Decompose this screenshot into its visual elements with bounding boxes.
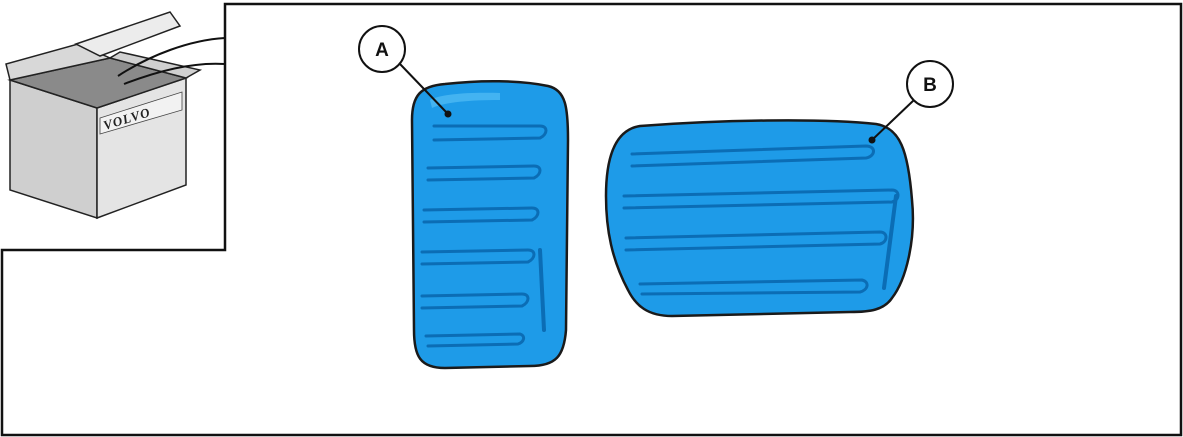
callout-b: B	[868, 60, 954, 144]
pedal-b-body	[604, 119, 915, 318]
callout-a: A	[358, 25, 452, 118]
pedal-a-grooves	[420, 124, 548, 348]
callout-b-leader	[871, 99, 915, 141]
accessory-box-inset: VOLVO	[5, 11, 226, 220]
pedal-a-highlight	[430, 92, 500, 108]
callout-b-anchor-dot	[868, 136, 876, 144]
callout-b-label: B	[923, 75, 937, 96]
callout-a-label: A	[375, 40, 389, 61]
pedal-a	[410, 79, 570, 370]
pedal-b-grooves	[622, 144, 900, 296]
callout-a-circle	[358, 25, 406, 73]
box-flap-back	[74, 11, 182, 57]
box-label-strip	[99, 91, 183, 135]
inset-leader-upper	[117, 37, 226, 77]
pedal-b	[604, 119, 915, 318]
callout-b-circle	[906, 60, 954, 108]
inset-leader-lower	[123, 62, 226, 85]
callout-a-leader	[399, 63, 449, 115]
callout-a-anchor-dot	[444, 110, 452, 118]
